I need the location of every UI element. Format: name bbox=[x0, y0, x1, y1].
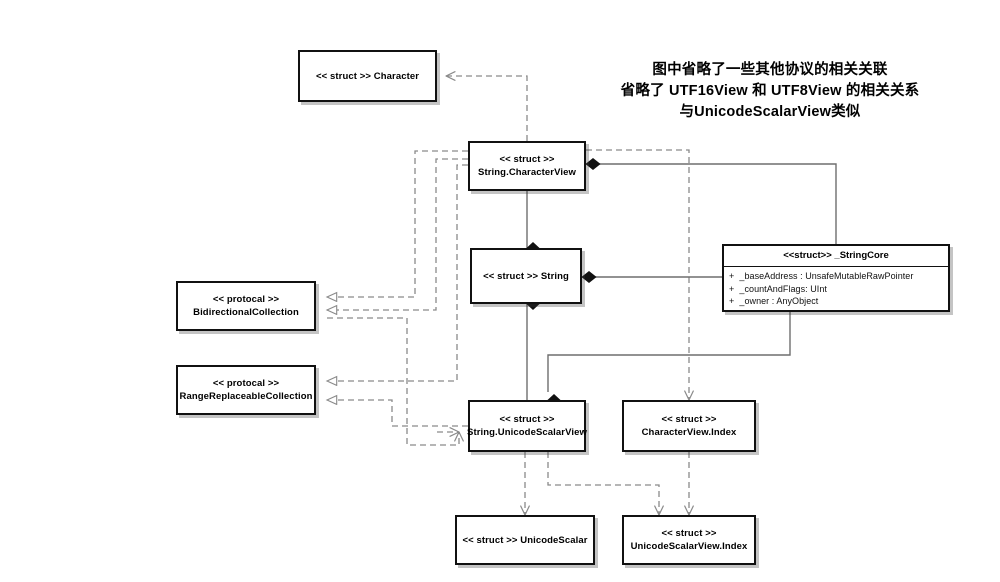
edge-characterview-realizes-bidirectional-path bbox=[327, 150, 468, 297]
node-character-label: << struct >> Character bbox=[315, 70, 420, 82]
node-string-unicode-scalar-view-label: << struct >> String.UnicodeScalarView bbox=[467, 414, 587, 438]
attribute-owner: + _owner : AnyObject bbox=[729, 296, 819, 306]
node-string-core[interactable]: <<struct>> _StringCore + _baseAddress : … bbox=[722, 244, 950, 312]
composition-diamond-string-right bbox=[581, 271, 597, 283]
node-unicode-scalar[interactable]: << struct >> UnicodeScalar bbox=[455, 515, 595, 565]
edge-characterview-to-characterview-index-path bbox=[586, 149, 694, 401]
edge-characterview-to-stringcore-path bbox=[586, 163, 837, 244]
node-bidirectional-collection[interactable]: << protocal >> BidirectionalCollection bbox=[176, 281, 316, 331]
node-character-view-index[interactable]: << struct >> CharacterView.Index bbox=[622, 400, 756, 452]
attribute-count-and-flags: + _countAndFlags: UInt bbox=[729, 283, 827, 294]
node-string-unicode-scalar-view[interactable]: << struct >> String.UnicodeScalarView bbox=[467, 400, 587, 452]
node-unicode-scalar-label: << struct >> UnicodeScalar bbox=[462, 534, 588, 546]
edge-unicodescalarview-to-usv-index-path bbox=[547, 452, 664, 516]
edge-unicodescalarview-realizes-rangereplaceable-path bbox=[327, 400, 468, 427]
node-string-character-view[interactable]: << struct >> String.CharacterView bbox=[468, 141, 586, 191]
edge-dep-into-unicodescalarview-path bbox=[327, 317, 464, 446]
node-string[interactable]: << struct >> String bbox=[470, 248, 582, 304]
composition-diamond-characterview-right bbox=[585, 158, 601, 170]
node-string-core-attributes: + _baseAddress : UnsafeMutableRawPointer… bbox=[724, 267, 948, 312]
attribute-base-address: + _baseAddress : UnsafeMutableRawPointer bbox=[729, 271, 914, 281]
node-unicode-scalar-view-index-label: << struct >> UnicodeScalarView.Index bbox=[630, 528, 748, 552]
node-range-replaceable-collection-label: << protocal >> RangeReplaceableCollectio… bbox=[179, 378, 313, 402]
node-range-replaceable-collection[interactable]: << protocal >> RangeReplaceableCollectio… bbox=[176, 365, 316, 415]
edge-stringcore-to-unicodescalarview-path bbox=[547, 312, 791, 392]
node-string-character-view-label: << struct >> String.CharacterView bbox=[478, 154, 576, 178]
node-string-core-label: <<struct>> _StringCore bbox=[724, 246, 948, 267]
edge-characterview-to-character-path bbox=[445, 71, 528, 141]
edge-characterview-realizes-rangereplaceable-path bbox=[327, 164, 468, 381]
edge-string-realizes-bidirectional-path bbox=[327, 158, 468, 310]
node-unicode-scalar-view-index[interactable]: << struct >> UnicodeScalarView.Index bbox=[622, 515, 756, 565]
node-string-label: << struct >> String bbox=[483, 270, 569, 282]
node-character-view-index-label: << struct >> CharacterView.Index bbox=[641, 414, 737, 438]
diagram-note: 图中省略了一些其他协议的相关关联 省略了 UTF16View 和 UTF8Vie… bbox=[620, 62, 920, 120]
node-bidirectional-collection-label: << protocal >> BidirectionalCollection bbox=[193, 294, 299, 318]
node-character[interactable]: << struct >> Character bbox=[298, 50, 437, 102]
